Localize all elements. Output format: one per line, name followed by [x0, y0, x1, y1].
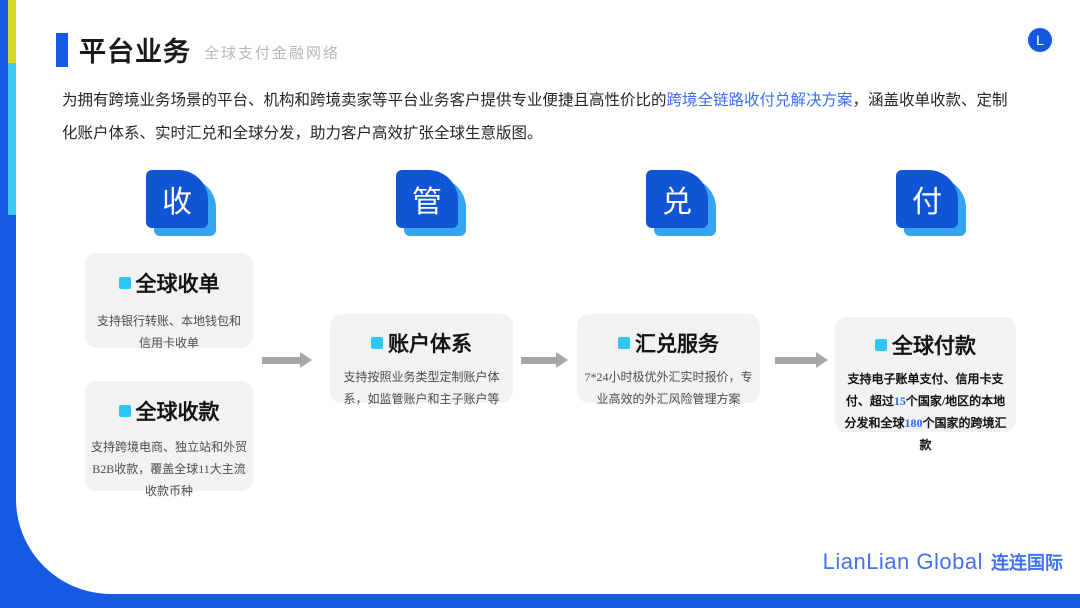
intro-text-1: 为拥有跨境业务场景的平台、机构和跨境卖家等平台业务客户提供专业便捷且高性价比的 [62, 92, 667, 109]
payout-number-180: 180 [904, 416, 923, 430]
cyan-bullet-icon [118, 277, 131, 289]
cyan-bullet-icon [371, 337, 383, 349]
brand-wordmark-cn: 连连国际 [991, 553, 1063, 573]
arrow-line [262, 357, 302, 364]
flow-arrow-1 [262, 352, 312, 368]
card-account-system: 账户体系 支持按照业务类型定制账户体系，如监管账户和主子账户等 [330, 314, 513, 406]
card-global-collection: 全球收款 支持跨境电商、独立站和外贸B2B收款，覆盖全球11大主流收款币种 [85, 381, 253, 498]
arrow-line [775, 357, 818, 364]
header: 平台业务 全球支付金融网络 [56, 30, 340, 69]
lianlian-logo-icon: L [1028, 28, 1052, 52]
card-body: 支持电子账单支付、信用卡支付、超过15个国家/地区的本地分发和全球180个国家的… [841, 368, 1011, 456]
flow-arrow-2 [521, 352, 568, 368]
page-subtitle: 全球支付金融网络 [204, 46, 341, 62]
step-badge-label: 兑 [646, 170, 708, 228]
step-badge-collect: 收 [146, 170, 216, 236]
step-badge-label: 管 [396, 170, 458, 228]
card-title-row: 全球收款 [85, 396, 253, 426]
arrow-head-icon [556, 352, 568, 368]
card-title-row: 账户体系 [330, 328, 513, 358]
step-badge-label: 收 [146, 170, 208, 228]
card-title-row: 汇兑服务 [577, 328, 760, 358]
title-accent-bar [56, 32, 68, 67]
payout-number-15: 15 [893, 394, 906, 408]
card-title: 账户体系 [388, 332, 472, 356]
cyan-bullet-icon [618, 337, 630, 349]
card-body: 支持按照业务类型定制账户体系，如监管账户和主子账户等 [343, 370, 500, 406]
yellow-accent-strip [8, 0, 16, 63]
card-title: 全球收单 [135, 272, 220, 296]
intro-paragraph: 为拥有跨境业务场景的平台、机构和跨境卖家等平台业务客户提供专业便捷且高性价比的跨… [62, 84, 1012, 150]
cyan-accent-strip [8, 63, 16, 215]
card-fx-service: 汇兑服务 7*24小时极优外汇实时报价，专业高效的外汇风险管理方案 [577, 314, 760, 406]
footer-brand: LianLian Global 连连国际 [823, 549, 1063, 575]
card-body: 支持跨境电商、独立站和外贸B2B收款，覆盖全球11大主流收款币种 [91, 440, 248, 498]
card-title-row: 全球收单 [85, 268, 253, 298]
arrow-head-icon [300, 352, 312, 368]
cyan-bullet-icon [118, 405, 131, 417]
card-title-row: 全球付款 [835, 330, 1016, 360]
page-title: 平台业务 [79, 37, 191, 67]
payout-text-1: 支持电子账单支付、信用卡支付、超过 [845, 372, 1004, 408]
card-title: 全球收款 [135, 400, 220, 424]
step-badge-exchange: 兑 [646, 170, 716, 236]
card-title: 汇兑服务 [635, 332, 719, 356]
payout-text-3: 个国家的跨境汇款 [919, 416, 1007, 452]
cyan-bullet-icon [875, 339, 887, 351]
card-body: 支持银行转账、本地钱包和信用卡收单 [96, 314, 241, 350]
card-global-acquiring: 全球收单 支持银行转账、本地钱包和信用卡收单 [85, 253, 253, 350]
card-title: 全球付款 [892, 334, 976, 358]
arrow-line [521, 357, 558, 364]
card-global-payout: 全球付款 支持电子账单支付、信用卡支付、超过15个国家/地区的本地分发和全球18… [835, 317, 1016, 452]
intro-text-2: ，涵盖收单收款、定制化账户体系、实时汇兑和全球分发，助力客户高效扩张全球生意版图… [62, 92, 1008, 142]
intro-highlight-text: 跨境全链路收付兑解决方案 [666, 92, 853, 109]
payout-text-2: 个国家/地区的本地分发和全球 [844, 394, 1006, 430]
brand-wordmark-en: LianLian Global [822, 549, 983, 574]
step-badge-label: 付 [896, 170, 958, 228]
card-body: 7*24小时极优外汇实时报价，专业高效的外汇风险管理方案 [584, 370, 753, 406]
step-badge-pay: 付 [896, 170, 966, 236]
flow-arrow-3 [775, 352, 828, 368]
step-badge-manage: 管 [396, 170, 466, 236]
arrow-head-icon [816, 352, 828, 368]
